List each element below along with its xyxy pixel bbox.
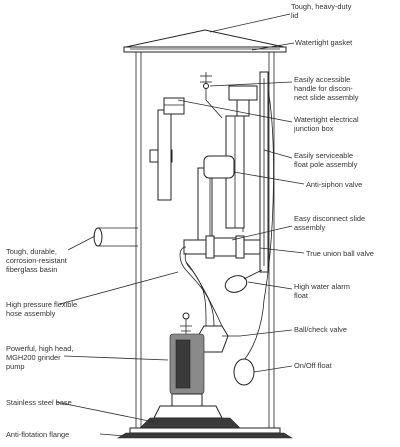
label-gasket: Watertight gasket (295, 38, 352, 47)
anti-siphon-valve (203, 155, 235, 238)
fiberglass-basin (135, 48, 275, 428)
flexible-hose (179, 246, 223, 327)
high-water-alarm-float (224, 269, 263, 293)
label-base: Stainless steel base (6, 398, 72, 407)
slide-rails (197, 115, 245, 243)
stainless-base (129, 417, 281, 434)
on-off-float (233, 299, 265, 386)
label-onoff-float: On/Off float (294, 361, 332, 370)
discharge-pipe (149, 97, 185, 201)
label-pump: Powerful, high head, MGH200 grinder pump (6, 344, 75, 371)
grinder-pump (153, 312, 223, 419)
ball-check-valve (197, 325, 240, 353)
label-ball-valve: True union ball valve (306, 249, 374, 258)
union-ball-valve (183, 235, 261, 259)
label-slide-assembly: Easy disconnect slide assembly (294, 214, 367, 232)
lid (123, 29, 287, 53)
label-anti-siphon: Anti-siphon valve (306, 180, 362, 189)
label-alarm-float: High water alarm float (294, 282, 352, 300)
leader-lines (55, 13, 305, 437)
label-handle: Easily accessible handle for discon- nec… (294, 75, 359, 102)
label-basin: Tough, durable, corrosion-resistant fibe… (6, 247, 69, 274)
label-check-valve: Ball/check valve (294, 325, 347, 334)
label-hose: High pressure flexible hose assembly (6, 300, 79, 318)
label-lid: Tough, heavy-duty lid (291, 2, 353, 20)
anti-flotation-flange (116, 432, 294, 439)
label-flange: Anti-flotation flange (6, 430, 69, 439)
inlet-pipe (93, 227, 138, 247)
label-float-pole: Easily serviceable float pole assembly (294, 151, 358, 169)
disconnect-handle (200, 72, 223, 119)
label-junction-box: Watertight electrical junction box (293, 115, 361, 133)
float-pole-assembly (259, 71, 274, 301)
